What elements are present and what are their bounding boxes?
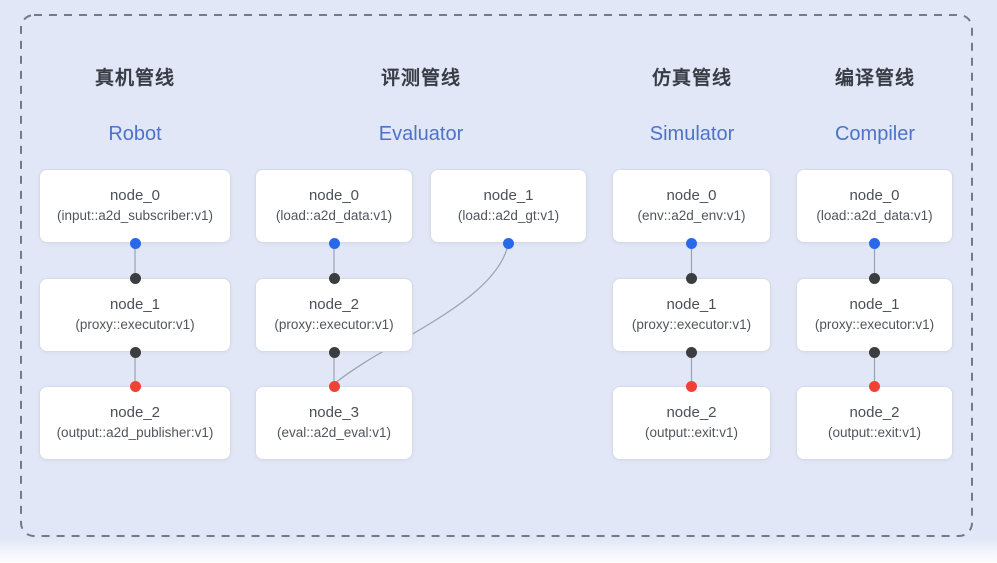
compiler-node-2: node_2 (output::exit:v1): [796, 386, 953, 460]
node-title: node_2: [109, 404, 161, 422]
pipeline-title-cn-robot: 真机管线: [94, 68, 176, 89]
simulator-node-2: node_2 (output::exit:v1): [612, 386, 771, 460]
evaluator-node-2: node_2 (proxy::executor:v1): [255, 278, 413, 352]
node-subtitle: (load::a2d_gt:v1): [457, 208, 560, 224]
evaluator-node-3: node_3 (eval::a2d_eval:v1): [255, 386, 413, 460]
node-title: node_0: [849, 187, 900, 205]
pipeline-title-cn-simulator: 仿真管线: [651, 68, 733, 89]
node-title: node_2: [308, 296, 360, 314]
robot-node0-output-port-blue: [129, 237, 141, 249]
compiler-node0-output-port-blue: [869, 237, 880, 249]
evaluator-node2-input-port-dark: [328, 272, 340, 284]
pipeline-title-cn-compiler: 编译管线: [834, 68, 916, 89]
pipeline-title-en-simulator: Simulator: [649, 123, 735, 145]
node-title: node_0: [666, 187, 717, 205]
simulator-node2-input-port-red: [686, 380, 697, 392]
compiler-node2-input-port-red: [869, 380, 880, 392]
node-title: node_1: [849, 296, 900, 314]
pipeline-title-en-compiler: Compiler: [834, 123, 916, 145]
simulator-node1-input-port-dark: [686, 272, 697, 284]
compiler-node1-output-port-dark: [869, 346, 880, 358]
node-title: node_2: [666, 404, 717, 422]
node-title: node_1: [109, 296, 161, 314]
simulator-node1-output-port-dark: [686, 346, 697, 358]
dashed-panel-border: [20, 14, 973, 537]
robot-node-0: node_0 (input::a2d_subscriber:v1): [39, 169, 231, 243]
node-subtitle: (input::a2d_subscriber:v1): [56, 208, 214, 224]
evaluator-node-1: node_1 (load::a2d_gt:v1): [430, 169, 587, 243]
compiler-node-0: node_0 (load::a2d_data:v1): [796, 169, 953, 243]
node-subtitle: (output::exit:v1): [827, 425, 922, 441]
node-subtitle: (proxy::executor:v1): [631, 317, 752, 333]
compiler-node-1: node_1 (proxy::executor:v1): [796, 278, 953, 352]
robot-node1-input-port-dark: [129, 272, 141, 284]
node-title: node_3: [308, 404, 360, 422]
evaluator-node0-output-port-blue: [328, 237, 340, 249]
edge-evaluator-1-3-curve: [333, 242, 510, 385]
robot-node-1: node_1 (proxy::executor:v1): [39, 278, 231, 352]
simulator-node0-output-port-blue: [686, 237, 697, 249]
node-subtitle: (output::exit:v1): [644, 425, 739, 441]
node-subtitle: (proxy::executor:v1): [814, 317, 935, 333]
robot-node2-input-port-red: [129, 380, 141, 392]
node-subtitle: (proxy::executor:v1): [274, 317, 394, 333]
simulator-node-1: node_1 (proxy::executor:v1): [612, 278, 771, 352]
robot-node1-output-port-dark: [129, 346, 141, 358]
compiler-node1-input-port-dark: [869, 272, 880, 284]
node-subtitle: (env::a2d_env:v1): [637, 208, 746, 224]
node-title: node_0: [109, 187, 161, 205]
evaluator-node3-input-port-red: [328, 380, 340, 392]
node-subtitle: (output::a2d_publisher:v1): [56, 425, 214, 441]
node-title: node_1: [483, 187, 534, 205]
pipeline-title-en-robot: Robot: [108, 123, 162, 145]
robot-node-2: node_2 (output::a2d_publisher:v1): [39, 386, 231, 460]
pipeline-title-cn-evaluator: 评测管线: [380, 68, 462, 89]
node-subtitle: (load::a2d_data:v1): [816, 208, 933, 224]
evaluator-node-0: node_0 (load::a2d_data:v1): [255, 169, 413, 243]
node-title: node_2: [849, 404, 900, 422]
pipeline-title-en-evaluator: Evaluator: [378, 123, 464, 145]
node-title: node_1: [666, 296, 717, 314]
node-subtitle: (eval::a2d_eval:v1): [276, 425, 392, 441]
node-title: node_0: [308, 187, 360, 205]
evaluator-node1-output-port-blue: [503, 237, 514, 249]
simulator-node-0: node_0 (env::a2d_env:v1): [612, 169, 771, 243]
evaluator-node2-output-port-dark: [328, 346, 340, 358]
node-subtitle: (load::a2d_data:v1): [275, 208, 393, 224]
node-subtitle: (proxy::executor:v1): [75, 317, 195, 333]
